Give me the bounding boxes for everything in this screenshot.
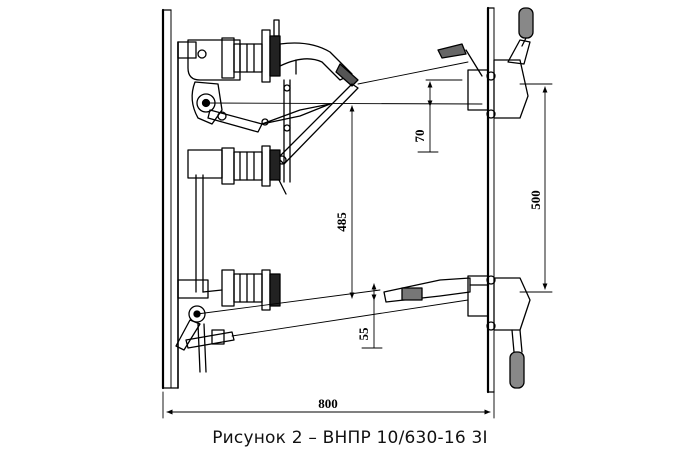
lower-drive-lever <box>175 305 235 373</box>
left-frame <box>161 8 209 390</box>
lower-drive-mechanism <box>383 275 531 389</box>
upper-drive-mechanism <box>437 7 534 119</box>
dimension-lines <box>162 79 553 419</box>
dim-800-label: 800 <box>318 396 338 411</box>
right-frame <box>486 6 495 394</box>
middle-insulator-assembly <box>187 145 287 195</box>
figure-caption: Рисунок 2 – ВНПР 10/630-16 3I <box>212 428 488 448</box>
dim-500-label: 500 <box>528 190 543 210</box>
dim-70-label: 70 <box>412 130 427 143</box>
lower-insulator-assembly <box>202 269 281 311</box>
dim-55-label: 55 <box>356 327 371 341</box>
upper-insulator-assembly <box>187 19 359 87</box>
dim-485-label: 485 <box>334 212 349 232</box>
